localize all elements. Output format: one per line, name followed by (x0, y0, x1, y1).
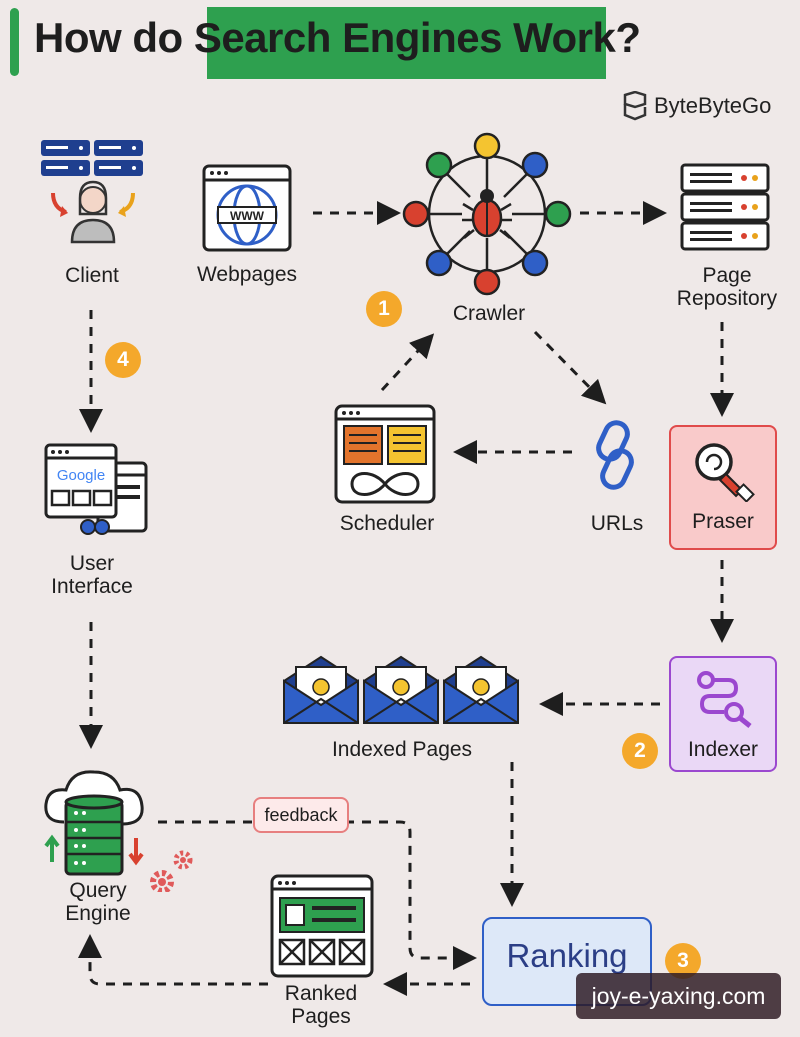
client-icon (41, 140, 143, 244)
arrow-crawler-urls (533, 330, 607, 405)
arrow-ranked-pages-query (78, 934, 268, 986)
user-interface-label-line1: User (69, 552, 115, 575)
brand-name: ByteByteGo (654, 93, 772, 118)
webpages-icon: WWW (202, 164, 292, 252)
arrow-scheduler-crawler (380, 333, 435, 392)
indexed-page-envelope-icon (363, 655, 439, 724)
praser-label: Praser (692, 510, 754, 533)
title-part1: How do (34, 14, 194, 61)
ranked-pages-label-line2: Pages (291, 1005, 351, 1028)
page-title: How do Search Engines Work? (34, 14, 641, 62)
watermark: joy-e-yaxing.com (576, 973, 781, 1019)
step-4-badge: 4 (105, 342, 141, 378)
www-text: WWW (230, 209, 265, 223)
urls-label: URLs (590, 512, 644, 535)
indexer-label: Indexer (687, 738, 759, 761)
ranked-pages-icon (270, 874, 374, 978)
page-repository-icon (680, 163, 770, 251)
bytebytego-logo-icon (623, 91, 647, 121)
query-engine-label-line2: Engine (65, 902, 131, 925)
step-2-badge: 2 (622, 733, 658, 769)
client-label: Client (65, 264, 119, 287)
brand: ByteByteGo (622, 88, 771, 124)
indexed-pages-label: Indexed Pages (331, 738, 473, 761)
title-highlight (207, 7, 606, 79)
title-highlight-text: Search Engines (193, 14, 503, 61)
ranked-pages-label-line1: Ranked (284, 982, 358, 1005)
arrow-feedback-ranking (158, 820, 477, 970)
feedback-tag: feedback (253, 797, 349, 833)
indexed-page-envelope-icon (443, 655, 519, 724)
ranking-label: Ranking (506, 937, 628, 974)
user-interface-label-line2: Interface (51, 575, 133, 598)
link-icon (596, 420, 634, 490)
query-engine-icon (44, 770, 193, 892)
scheduler-icon (334, 404, 436, 504)
scheduler-label: Scheduler (339, 512, 435, 535)
crawler-label: Crawler (452, 302, 526, 325)
indexer-search-icon (697, 671, 752, 728)
indexed-page-envelope-icon (283, 655, 359, 724)
page-repository-label-line2: Repository (676, 287, 778, 310)
webpages-label: Webpages (196, 263, 298, 286)
page-repository-label-line1: Page (702, 264, 752, 287)
step-1-badge: 1 (366, 291, 402, 327)
crawler-icon (402, 132, 572, 296)
user-interface-icon: Google (44, 443, 148, 535)
google-text: Google (57, 467, 105, 484)
title-part2: Work? (501, 14, 641, 61)
parse-magnifier-icon (695, 443, 755, 502)
query-engine-label-line1: Query (69, 879, 127, 902)
title-accent-bar (10, 8, 19, 76)
